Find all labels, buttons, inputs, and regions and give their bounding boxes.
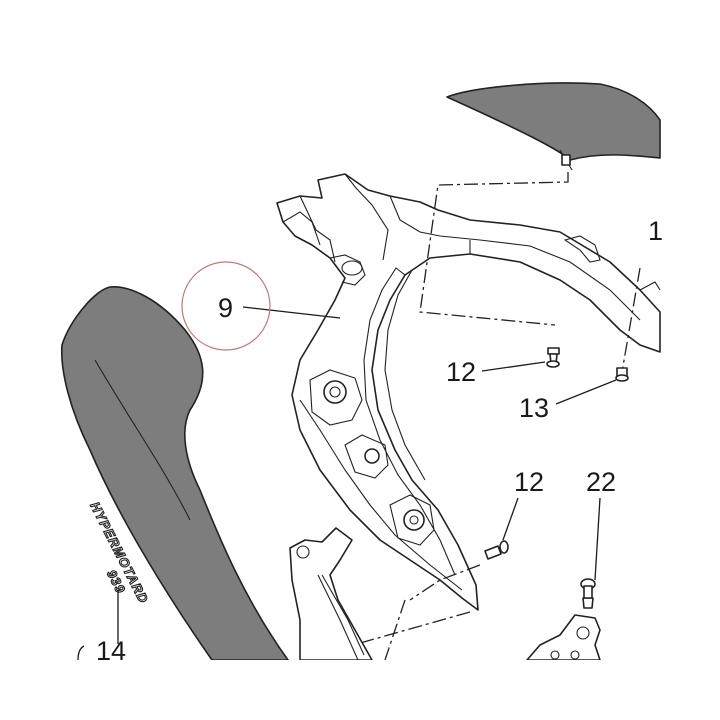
rear-support-frame [276, 173, 661, 611]
part-label-1-partial: 1 [648, 216, 663, 246]
part-label-13: 13 [519, 393, 549, 423]
bolt-22 [580, 578, 596, 609]
lower-right-bracket [526, 614, 601, 661]
part-label-9: 9 [218, 293, 233, 323]
part-label-12-upper: 12 [446, 357, 476, 387]
tail-cover-panel [446, 82, 661, 171]
side-panel [60, 286, 289, 661]
lower-bracket [289, 527, 373, 661]
leader-lines [77, 306, 617, 661]
part-label-22: 22 [586, 467, 616, 497]
bolt-12-lower [484, 540, 509, 560]
highlight-circle [181, 261, 271, 351]
assembly-guide-lines [299, 172, 641, 661]
page-bottom-mask [0, 660, 720, 720]
part-label-12-lower: 12 [514, 467, 544, 497]
bolt-12-upper [546, 347, 560, 368]
bolt-13 [615, 367, 629, 382]
